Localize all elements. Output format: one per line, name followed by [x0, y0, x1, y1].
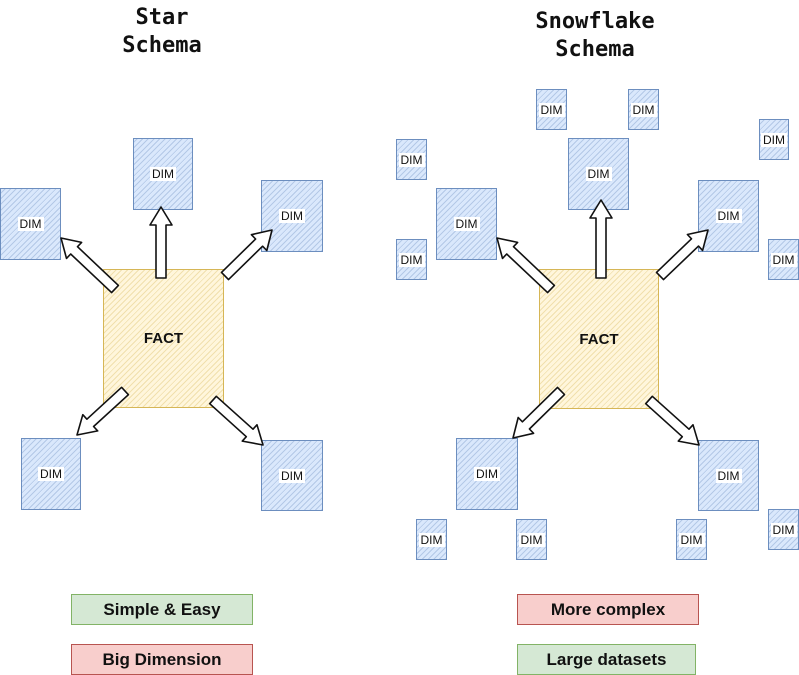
dim-label: DIM — [770, 522, 797, 537]
star-tag-simple: Simple & Easy — [71, 594, 253, 625]
dim-label: DIM — [453, 217, 480, 231]
dim-label: DIM — [518, 532, 545, 547]
dim-label: DIM — [761, 132, 787, 147]
snowflake-dim-bottom-left: DIM — [456, 438, 518, 510]
dim-label: DIM — [279, 468, 305, 483]
snowflake-subdim-right-lower: DIM — [768, 239, 799, 280]
snowflake-arrow-top — [589, 199, 613, 279]
snowflake-dim-right: DIM — [698, 180, 759, 252]
dim-label: DIM — [38, 467, 64, 481]
snowflake-schema-title: Snowflake Schema — [535, 9, 655, 62]
snowflake-subdim-right-upper: DIM — [759, 119, 789, 160]
snowflake-dim-bottom-right: DIM — [698, 440, 759, 511]
star-arrow-top — [149, 206, 173, 279]
snowflake-tag-large-datasets: Large datasets — [517, 644, 696, 675]
star-tag-big-dimension: Big Dimension — [71, 644, 253, 675]
snowflake-subdim-top-left: DIM — [536, 89, 567, 130]
dim-label: DIM — [398, 152, 425, 167]
snowflake-subdim-left-upper: DIM — [396, 139, 427, 180]
dim-label: DIM — [770, 252, 797, 267]
snowflake-dim-top: DIM — [568, 138, 629, 210]
star-dim-left: DIM — [0, 188, 61, 260]
dim-label: DIM — [279, 209, 305, 223]
dim-label: DIM — [715, 468, 742, 483]
star-dim-bottom-right: DIM — [261, 440, 323, 511]
star-fact-table: FACT — [103, 269, 224, 408]
dim-label: DIM — [538, 102, 565, 117]
dim-label: DIM — [398, 252, 425, 267]
star-schema-title: Star Schema — [122, 5, 202, 58]
dim-label: DIM — [474, 467, 500, 481]
dim-label: DIM — [585, 167, 612, 181]
dim-label: DIM — [630, 102, 657, 117]
dim-label: DIM — [17, 217, 44, 231]
dim-label: DIM — [678, 532, 705, 547]
snowflake-subdim-bottom-2: DIM — [516, 519, 547, 560]
dim-label: DIM — [150, 167, 176, 181]
snowflake-fact-table: FACT — [539, 269, 659, 409]
star-dim-top: DIM — [133, 138, 193, 210]
snowflake-tag-complex: More complex — [517, 594, 699, 625]
snowflake-subdim-bottom-4: DIM — [768, 509, 799, 550]
star-dim-bottom-left: DIM — [21, 438, 81, 510]
star-dim-right: DIM — [261, 180, 323, 252]
snowflake-dim-left: DIM — [436, 188, 497, 260]
dim-label: DIM — [418, 532, 445, 547]
snowflake-fact-label: FACT — [579, 330, 619, 348]
snowflake-subdim-left-lower: DIM — [396, 239, 427, 280]
snowflake-subdim-top-right: DIM — [628, 89, 659, 130]
star-fact-label: FACT — [143, 330, 184, 347]
dim-label: DIM — [715, 209, 742, 223]
snowflake-subdim-bottom-1: DIM — [416, 519, 447, 560]
snowflake-subdim-bottom-3: DIM — [676, 519, 707, 560]
